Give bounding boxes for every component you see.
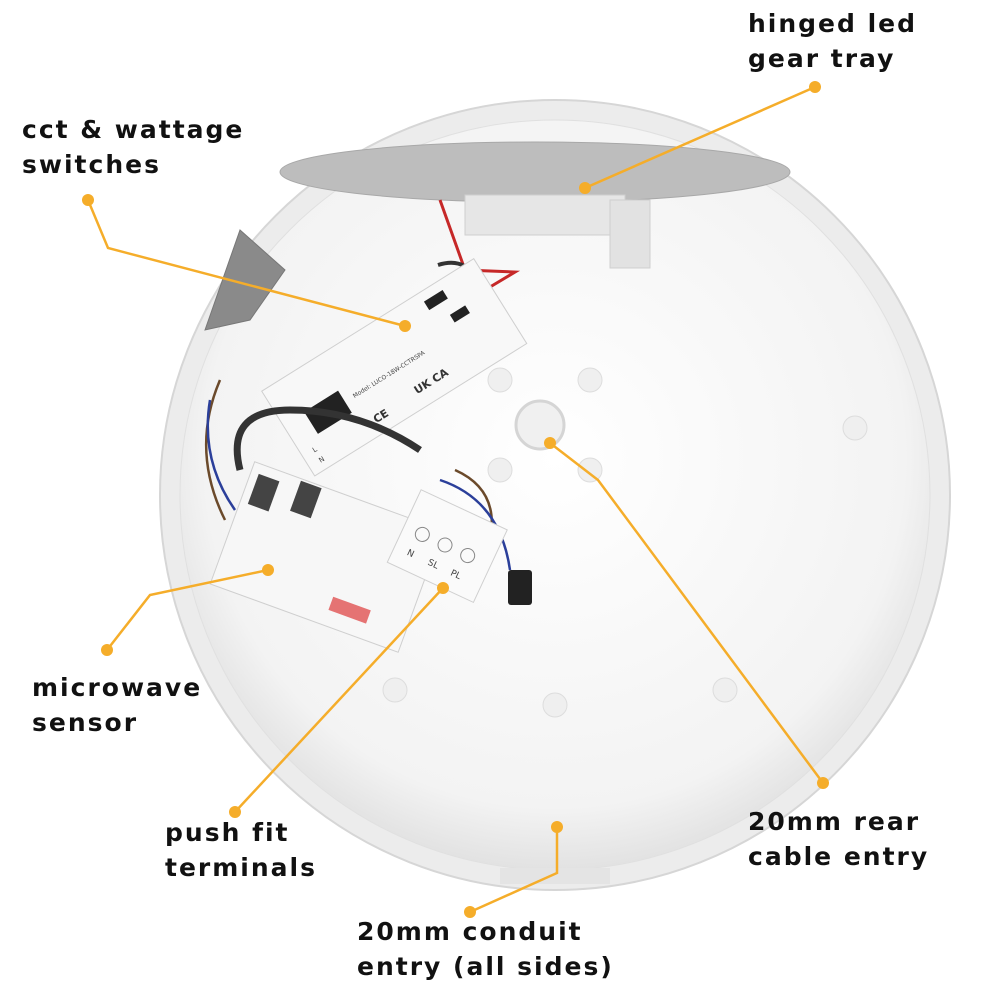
label-gear-tray: hinged led gear tray [748,6,917,76]
label-conduit: 20mm conduit entry (all sides) [357,914,614,984]
callout-line-terminals [234,587,444,813]
label-line: push fit [165,818,290,847]
callout-line-conduit [469,827,559,914]
label-line: entry (all sides) [357,952,614,981]
label-line: microwave [32,673,203,702]
black-cable [233,406,422,471]
rear-cable-entry [514,399,566,451]
side-bracket [204,229,286,331]
callout-line-rear-entry [549,442,825,784]
callout-dots [82,81,829,918]
terminal-mark-sl: SL [426,558,440,572]
wattage-switch[interactable] [449,305,470,323]
label-line: cable entry [748,842,930,871]
label-terminals: push fit terminals [165,815,317,885]
terminal-mark-pl: PL [449,568,463,581]
label-line: gear tray [748,44,896,73]
callout-line-sensor [106,568,269,651]
callout-line-switches [86,199,406,328]
label-sensor: microwave sensor [32,670,202,740]
cct-switch[interactable] [423,289,448,311]
terminal-mark-n: N [405,548,415,560]
label-line: 20mm rear [748,807,921,836]
push-fit-terminal-block: N SL PL [386,489,508,604]
label-line: hinged led [748,9,918,38]
led-gear-tray [279,141,791,203]
tray-hinge [464,194,626,236]
conduit-knockout-bottom [500,868,610,884]
callout-line-gear-tray [584,85,816,190]
label-rear-entry: 20mm rear cable entry [748,804,929,874]
label-line: sensor [32,708,139,737]
terminal-n-mark: N [317,455,326,465]
led-driver: Model: LUCO-18W-CCTRSPA UK CA CE L N [261,258,528,477]
blue-wires [206,399,512,571]
hinge-bracket [609,199,651,269]
connector-plug [508,570,532,605]
dip-switches[interactable] [328,596,371,624]
label-line: cct & wattage [22,115,245,144]
callout-lines [86,85,825,914]
label-line: switches [22,150,161,179]
fixing-holes [382,367,868,718]
red-wire [438,199,521,292]
terminal-l-mark: L [311,445,319,454]
microwave-sensor-module [209,461,444,653]
label-line: terminals [165,853,317,882]
label-line: 20mm conduit [357,917,583,946]
label-switches: cct & wattage switches [22,112,244,182]
